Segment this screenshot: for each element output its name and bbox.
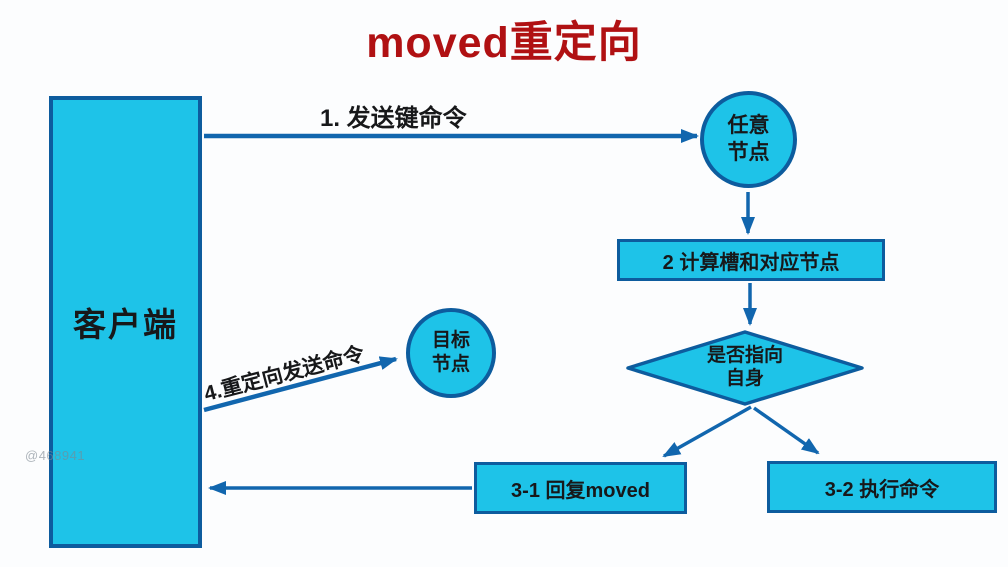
node-execute-command: 3-2 执行命令 (767, 461, 997, 513)
node-decision: 是否指向 自身 (624, 329, 866, 407)
node-target-node: 目标 节点 (406, 308, 496, 398)
node-target-node-label: 目标 节点 (431, 330, 470, 375)
node-client: 客户端 (49, 96, 202, 548)
node-execute-command-label: 3-2 执行命令 (824, 478, 940, 501)
node-decision-label: 是否指向 自身 (706, 345, 783, 389)
arrow-decision-to-reply-moved (662, 405, 752, 458)
edge-label-send-key-command: 1. 发送键命令 (320, 105, 467, 132)
node-any-node: 任意 节点 (700, 91, 797, 188)
arrow-decision-to-execute (752, 406, 820, 455)
node-compute-slot: 2 计算槽和对应节点 (617, 239, 885, 281)
node-reply-moved: 3-1 回复moved (474, 462, 687, 514)
node-any-node-label: 任意 节点 (727, 114, 770, 164)
node-client-label: 客户端 (73, 306, 178, 343)
edge-label-redirect-send-command: 4.重定向发送命令 (201, 342, 367, 406)
diamond-shape (626, 330, 864, 406)
page-title: moved重定向 (366, 19, 642, 67)
node-compute-slot-label: 2 计算槽和对应节点 (662, 251, 840, 274)
watermark: @468941 (25, 448, 86, 463)
node-reply-moved-label: 3-1 回复moved (511, 479, 650, 502)
